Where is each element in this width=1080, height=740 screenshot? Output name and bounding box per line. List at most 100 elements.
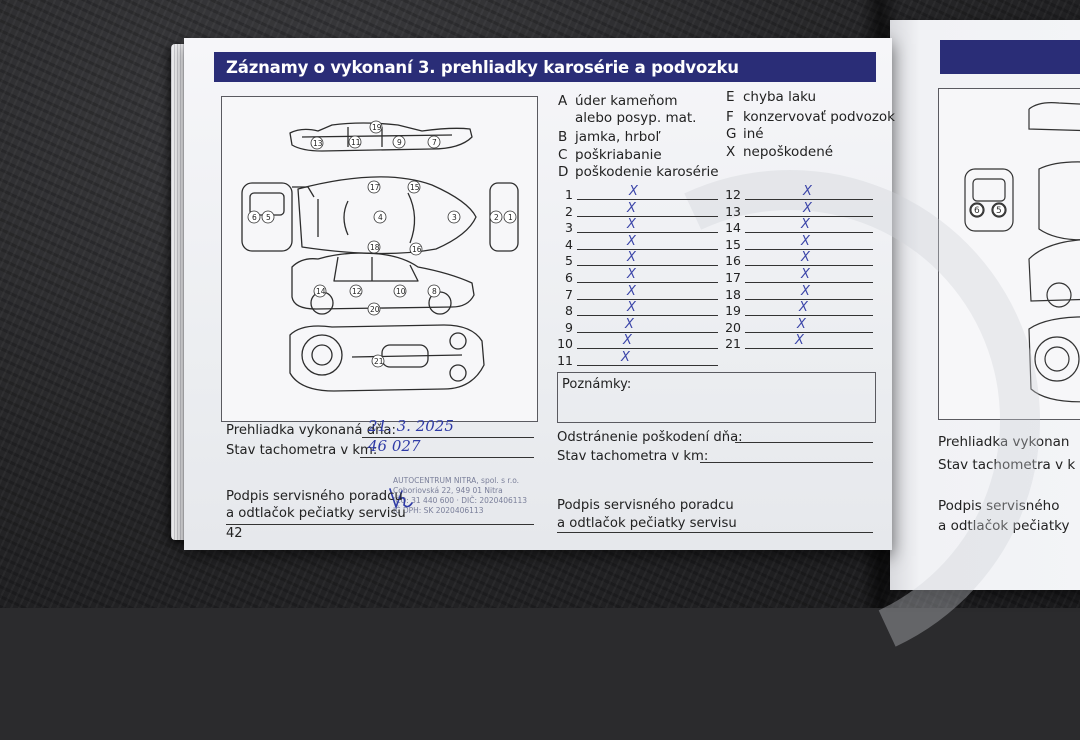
legend-key: G <box>726 126 737 142</box>
car-underbody-view <box>289 324 485 392</box>
legend-item-cont: alebo posyp. mat. <box>558 110 696 126</box>
right-page-odometer-label: Stav tachometra v k <box>938 457 1076 473</box>
checklist-mark: X <box>629 184 638 199</box>
repair-date-line <box>735 442 873 443</box>
right-page-signature-label-2: a odtlačok pečiatky <box>938 518 1070 534</box>
checklist-line <box>745 215 873 217</box>
inspection-date-line <box>362 437 534 438</box>
diagram-marker-4: 4 <box>373 210 387 224</box>
legend-label: iné <box>743 126 764 142</box>
checklist-mark: X <box>627 283 636 299</box>
checklist-mark: X <box>627 233 636 249</box>
checklist-number: 6 <box>565 270 573 285</box>
checklist-number: 19 <box>725 303 741 319</box>
checklist-number: 10 <box>557 336 573 352</box>
inspection-date-label: Prehliadka vykonaná dňa: <box>226 423 396 438</box>
right-page-inspection-date-label: Prehliadka vykonan <box>938 434 1070 450</box>
svg-text:11: 11 <box>351 138 361 147</box>
checklist-mark: X <box>801 267 810 282</box>
checklist-number: 18 <box>725 286 741 302</box>
right-page-diagram-box: 6 5 <box>938 88 1080 420</box>
checklist-line <box>577 232 718 234</box>
diagram-marker-12: 12 <box>349 284 363 298</box>
car-damage-diagram: 19 13 11 9 7 6 5 17 15 4 3 2 1 18 16 14 … <box>221 96 538 422</box>
inspection-date-value: 21. 3. 2025 <box>368 417 454 435</box>
checklist-mark: X <box>625 316 634 332</box>
svg-text:6: 6 <box>252 213 257 222</box>
svg-text:6: 6 <box>974 206 980 216</box>
checklist-number: 21 <box>725 336 741 352</box>
title-bar <box>214 52 876 82</box>
legend-label: konzervovať podvozok <box>743 109 896 125</box>
diagram-marker-3: 3 <box>447 210 461 224</box>
checklist-number: 15 <box>725 236 741 252</box>
checklist-line <box>577 348 718 350</box>
checklist-number: 13 <box>725 203 741 219</box>
checklist-number: 12 <box>725 187 741 202</box>
legend-key: A <box>558 93 568 109</box>
checklist-line <box>745 265 873 267</box>
checklist-mark: X <box>803 184 812 199</box>
checklist-number: 2 <box>565 203 573 219</box>
checklist-number: 14 <box>725 220 741 236</box>
svg-text:5: 5 <box>996 206 1002 216</box>
legend-label: poškodenie karosérie <box>575 164 719 180</box>
checklist-line <box>745 348 873 350</box>
page-number: 42 <box>226 526 243 541</box>
checklist-line <box>745 298 873 300</box>
checklist-mark: X <box>627 250 636 266</box>
repair-odometer-label: Stav tachometra v km: <box>557 449 709 464</box>
svg-text:12: 12 <box>352 287 362 296</box>
diagram-marker-15: 15 <box>407 180 421 194</box>
checklist-row-12: 12 X <box>725 184 873 202</box>
checklist-mark: X <box>801 283 810 299</box>
checklist-line <box>577 265 718 267</box>
legend-label: poškriabanie <box>575 147 662 163</box>
checklist-line <box>577 331 718 333</box>
diagram-marker-19: 19 <box>369 120 383 134</box>
legend-key: D <box>558 164 569 180</box>
checklist-number: 4 <box>565 236 573 252</box>
right-page-car-diagram: 6 5 <box>964 102 1080 403</box>
checklist-line <box>577 282 718 283</box>
right-page-signature-label-1: Podpis servisného <box>938 498 1060 514</box>
checklist-line <box>745 199 873 200</box>
checklist-mark: X <box>623 333 632 349</box>
diagram-marker-2: 2 <box>489 210 503 224</box>
signature-label-right-1: Podpis servisného poradcu <box>557 498 734 513</box>
checklist-number: 3 <box>565 220 573 236</box>
checklist-line <box>745 248 873 250</box>
right-page-title-bar <box>940 40 1080 74</box>
checklist-number: 17 <box>725 270 741 285</box>
checklist-line <box>745 232 873 234</box>
diagram-marker-9: 9 <box>392 135 406 149</box>
odometer-line <box>360 457 534 458</box>
legend-key: C <box>558 147 568 163</box>
checklist-row-18: 18 X <box>725 283 873 302</box>
legend-label: nepoškodené <box>743 144 834 160</box>
checklist-mark: X <box>801 250 810 266</box>
diagram-marker-18: 18 <box>367 240 381 254</box>
svg-text:19: 19 <box>372 123 382 132</box>
checklist-line <box>577 315 718 317</box>
checklist-mark: X <box>627 267 636 282</box>
checklist-line <box>577 215 718 217</box>
checklist-row-17: 17 X <box>725 267 873 285</box>
signature-label-2: a odtlačok pečiatky servisu <box>226 506 406 521</box>
checklist-number: 1 <box>565 187 573 202</box>
svg-text:18: 18 <box>370 243 380 252</box>
legend-label: jamka, hrboľ <box>575 129 661 145</box>
svg-text:15: 15 <box>410 183 420 192</box>
signature-line <box>226 524 534 525</box>
checklist-row-10: 10 X <box>557 333 718 351</box>
